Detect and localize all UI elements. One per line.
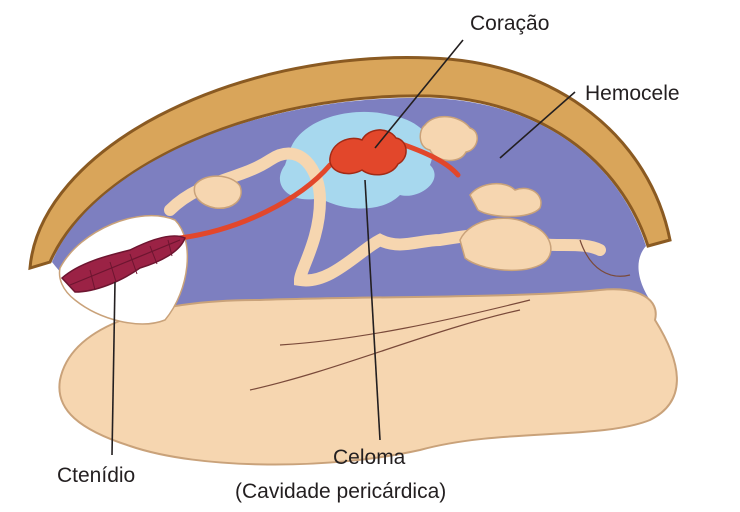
ctenidium (60, 235, 186, 293)
gonad-lobe (193, 175, 242, 209)
gill-vessel (177, 162, 333, 241)
foot-tissue (58, 288, 678, 466)
ctenidium-leader (111, 281, 116, 456)
foot-muscle-line-1 (249, 309, 521, 391)
heart-label: Coração (470, 12, 549, 35)
coelom-leader (364, 179, 381, 441)
coelom-note-label: (Cavidade pericárdica) (235, 480, 446, 503)
rectum-end (579, 239, 631, 277)
ctenidium-label: Ctenídio (57, 464, 135, 487)
coelom-label: Celoma (333, 446, 406, 469)
digestive-gland (469, 183, 542, 218)
kidney-lobe (419, 116, 478, 162)
stomach (459, 217, 552, 272)
hemocoel-label: Hemocele (585, 82, 680, 105)
foot-muscle-line-2 (279, 299, 531, 346)
shell (28, 56, 672, 271)
heart (329, 129, 407, 176)
heart-leader (374, 39, 464, 149)
hemocoel-leader (499, 91, 576, 159)
